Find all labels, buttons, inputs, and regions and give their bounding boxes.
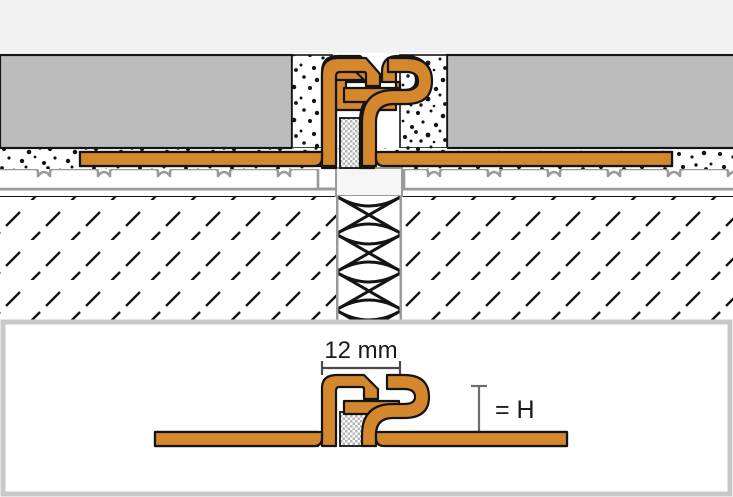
profile-right-foot-lower <box>374 430 569 448</box>
lower-detail-panel: 12 mm = H <box>0 319 733 497</box>
profile-detail-group-upper <box>320 56 434 168</box>
uncoupling-membrane-right <box>402 167 733 191</box>
background-air-layer <box>0 0 733 53</box>
profile-section-drawing <box>153 373 569 448</box>
profile-left-foot-upper <box>78 150 324 168</box>
upper-detail-assembly <box>0 0 733 320</box>
tile-covering-left <box>0 53 294 150</box>
profile-right-foot-upper <box>374 150 674 168</box>
width-dimension-label: 12 mm <box>324 337 397 364</box>
height-dimension-group: = H <box>471 384 535 440</box>
width-dimension-group: 12 mm <box>320 337 402 375</box>
uncoupling-membrane-left <box>0 167 320 191</box>
profile-right-hook-lower <box>360 373 431 448</box>
expansion-joint-filler <box>336 196 402 320</box>
height-dimension-label: = H <box>495 396 535 424</box>
profile-left-wall-lower <box>320 373 380 448</box>
tile-covering-right <box>445 53 733 150</box>
profile-left-foot-lower <box>153 430 324 448</box>
joint-cavity-white <box>335 167 403 197</box>
